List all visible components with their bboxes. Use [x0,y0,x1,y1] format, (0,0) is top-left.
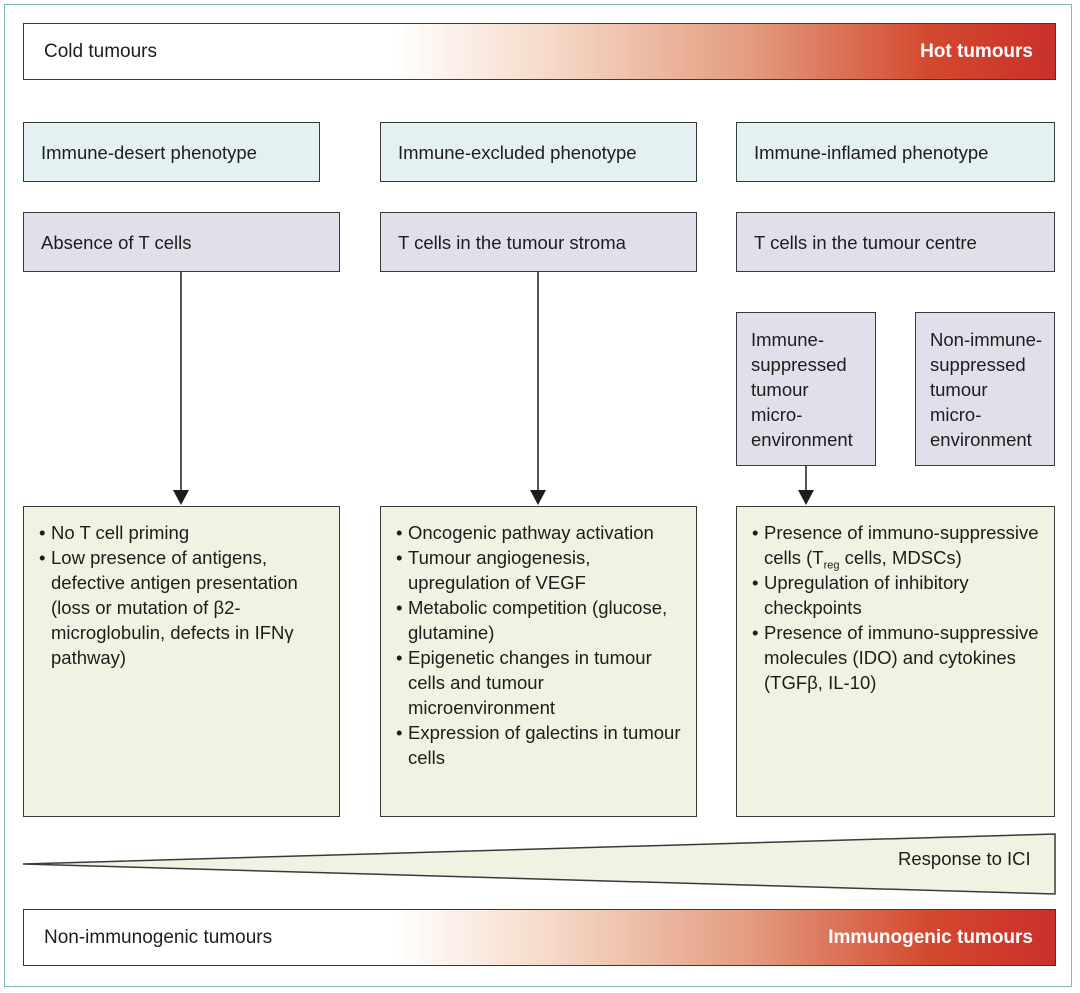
feature-item: Low presence of antigens, defective anti… [39,545,329,670]
feature-list: Presence of immuno-suppressive cells (Tr… [752,520,1044,695]
t-cells-stroma-box: T cells in the tumour stroma [380,212,697,272]
feature-item: No T cell priming [39,520,329,545]
hot-tumours-label: Hot tumours [920,40,1033,62]
non-immune-suppressed-microenvironment-box: Non-immune- suppressed tumour micro- env… [915,312,1055,466]
feature-list: No T cell priming Low presence of antige… [39,520,329,670]
figure-frame [4,4,1072,987]
feature-item: Oncogenic pathway activation [396,520,686,545]
desert-arrow-head [173,490,189,505]
tcell-location-label: Absence of T cells [41,231,192,253]
cold-hot-gradient-bar: Cold tumours Hot tumours [23,23,1056,80]
feature-item: Presence of immuno-suppressive cells (Tr… [752,520,1044,572]
phenotype-label: Immune-inflamed phenotype [754,141,989,163]
feature-list: Oncogenic pathway activation Tumour angi… [396,520,686,770]
immune-inflamed-phenotype-box: Immune-inflamed phenotype [736,122,1055,182]
feature-text: cells, MDSCs) [839,547,962,568]
response-wedge [22,833,1056,895]
non-immunogenic-label: Non-immunogenic tumours [44,926,273,948]
cold-tumours-label: Cold tumours [44,40,157,62]
t-cells-centre-box: T cells in the tumour centre [736,212,1055,272]
immune-desert-phenotype-box: Immune-desert phenotype [23,122,320,182]
feature-item: Epigenetic changes in tumour cells and t… [396,645,686,720]
phenotype-label: Immune-desert phenotype [41,141,257,163]
immune-desert-features-box: No T cell priming Low presence of antige… [23,506,340,817]
phenotype-label: Immune-excluded phenotype [398,141,637,163]
treg-subscript: reg [823,559,840,572]
immune-inflamed-features-box: Presence of immuno-suppressive cells (Tr… [736,506,1055,817]
feature-text: Presence of immuno-suppressive cells (T [764,522,1039,568]
feature-item: Presence of immuno-suppressive molecules… [752,620,1044,695]
response-to-ici-label: Response to ICI [898,848,1031,869]
suppressed-arrow-head [798,490,814,505]
absence-of-t-cells-box: Absence of T cells [23,212,340,272]
immune-excluded-features-box: Oncogenic pathway activation Tumour angi… [380,506,697,817]
feature-item: Upregulation of inhibitory checkpoints [752,570,1044,620]
immunogenicity-gradient-bar: Non-immunogenic tumours Immunogenic tumo… [23,909,1056,966]
feature-item: Expression of galectins in tumour cells [396,720,686,770]
feature-item: Tumour angiogenesis, upregulation of VEG… [396,545,686,595]
excluded-arrow-head [530,490,546,505]
immunogenic-label: Immunogenic tumours [828,926,1033,948]
tcell-location-label: T cells in the tumour stroma [398,231,626,253]
feature-item: Metabolic competition (glucose, glutamin… [396,595,686,645]
immune-excluded-phenotype-box: Immune-excluded phenotype [380,122,697,182]
tcell-location-label: T cells in the tumour centre [754,231,977,253]
immune-suppressed-microenvironment-box: Immune- suppressed tumour micro- environ… [736,312,876,466]
